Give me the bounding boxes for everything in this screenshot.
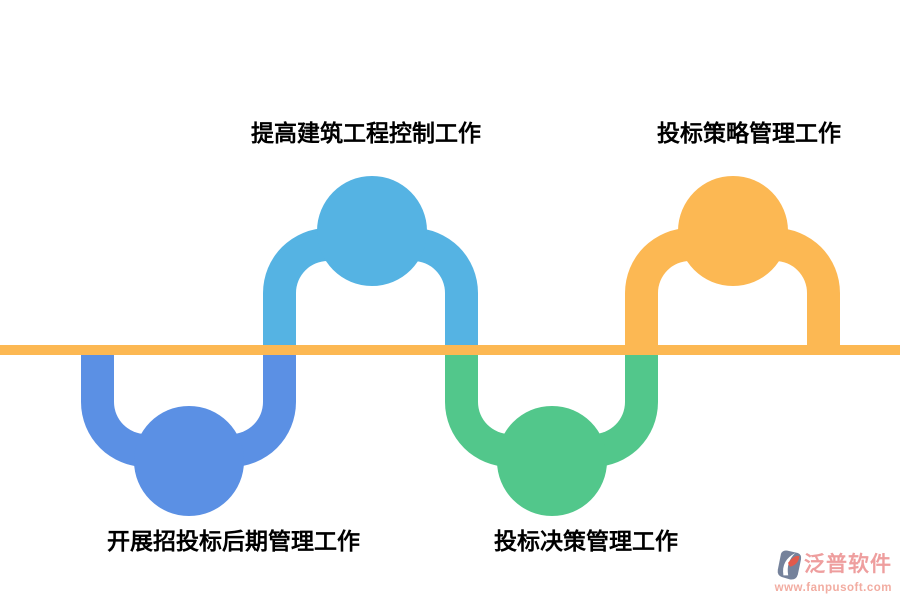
node-label-1: 提高建筑工程控制工作 bbox=[251, 120, 481, 146]
node-label-4: 投标策略管理工作 bbox=[657, 120, 841, 146]
brand-name: 泛普软件 bbox=[804, 553, 892, 576]
node-circle-2 bbox=[134, 406, 244, 516]
node-circle-1 bbox=[317, 176, 427, 286]
brand-watermark: 泛普软件 www.fanpusoft.com bbox=[775, 549, 892, 595]
fanpu-logo-icon bbox=[777, 549, 802, 579]
brand-row: 泛普软件 bbox=[776, 549, 892, 581]
node-label-3: 投标决策管理工作 bbox=[494, 528, 678, 554]
node-label-2: 开展招投标后期管理工作 bbox=[107, 528, 360, 554]
node-circle-4 bbox=[678, 176, 788, 286]
timeline-axis bbox=[0, 345, 900, 355]
brand-url: www.fanpusoft.com bbox=[774, 581, 892, 594]
node-circle-3 bbox=[497, 406, 607, 516]
